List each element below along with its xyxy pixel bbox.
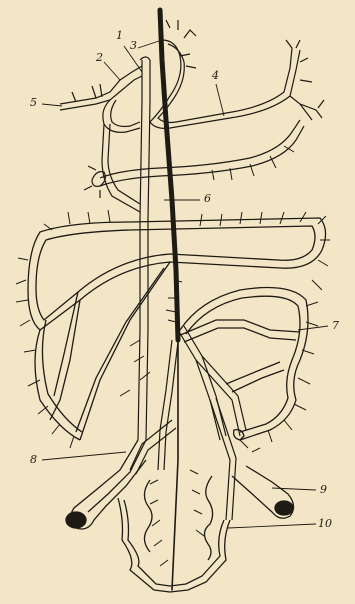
callout-5: 5: [30, 97, 37, 108]
callout-3: 3: [130, 40, 137, 51]
callout-6: 6: [204, 193, 211, 204]
callout-1: 1: [116, 30, 123, 41]
callout-9: 9: [320, 484, 327, 495]
callout-7: 7: [332, 320, 339, 331]
callout-4: 4: [212, 70, 219, 81]
callout-10: 10: [318, 518, 332, 529]
callout-8: 8: [30, 454, 37, 465]
right-vessel-cut: [275, 501, 293, 515]
left-vessel-cut: [66, 512, 86, 528]
callout-2: 2: [96, 52, 103, 63]
